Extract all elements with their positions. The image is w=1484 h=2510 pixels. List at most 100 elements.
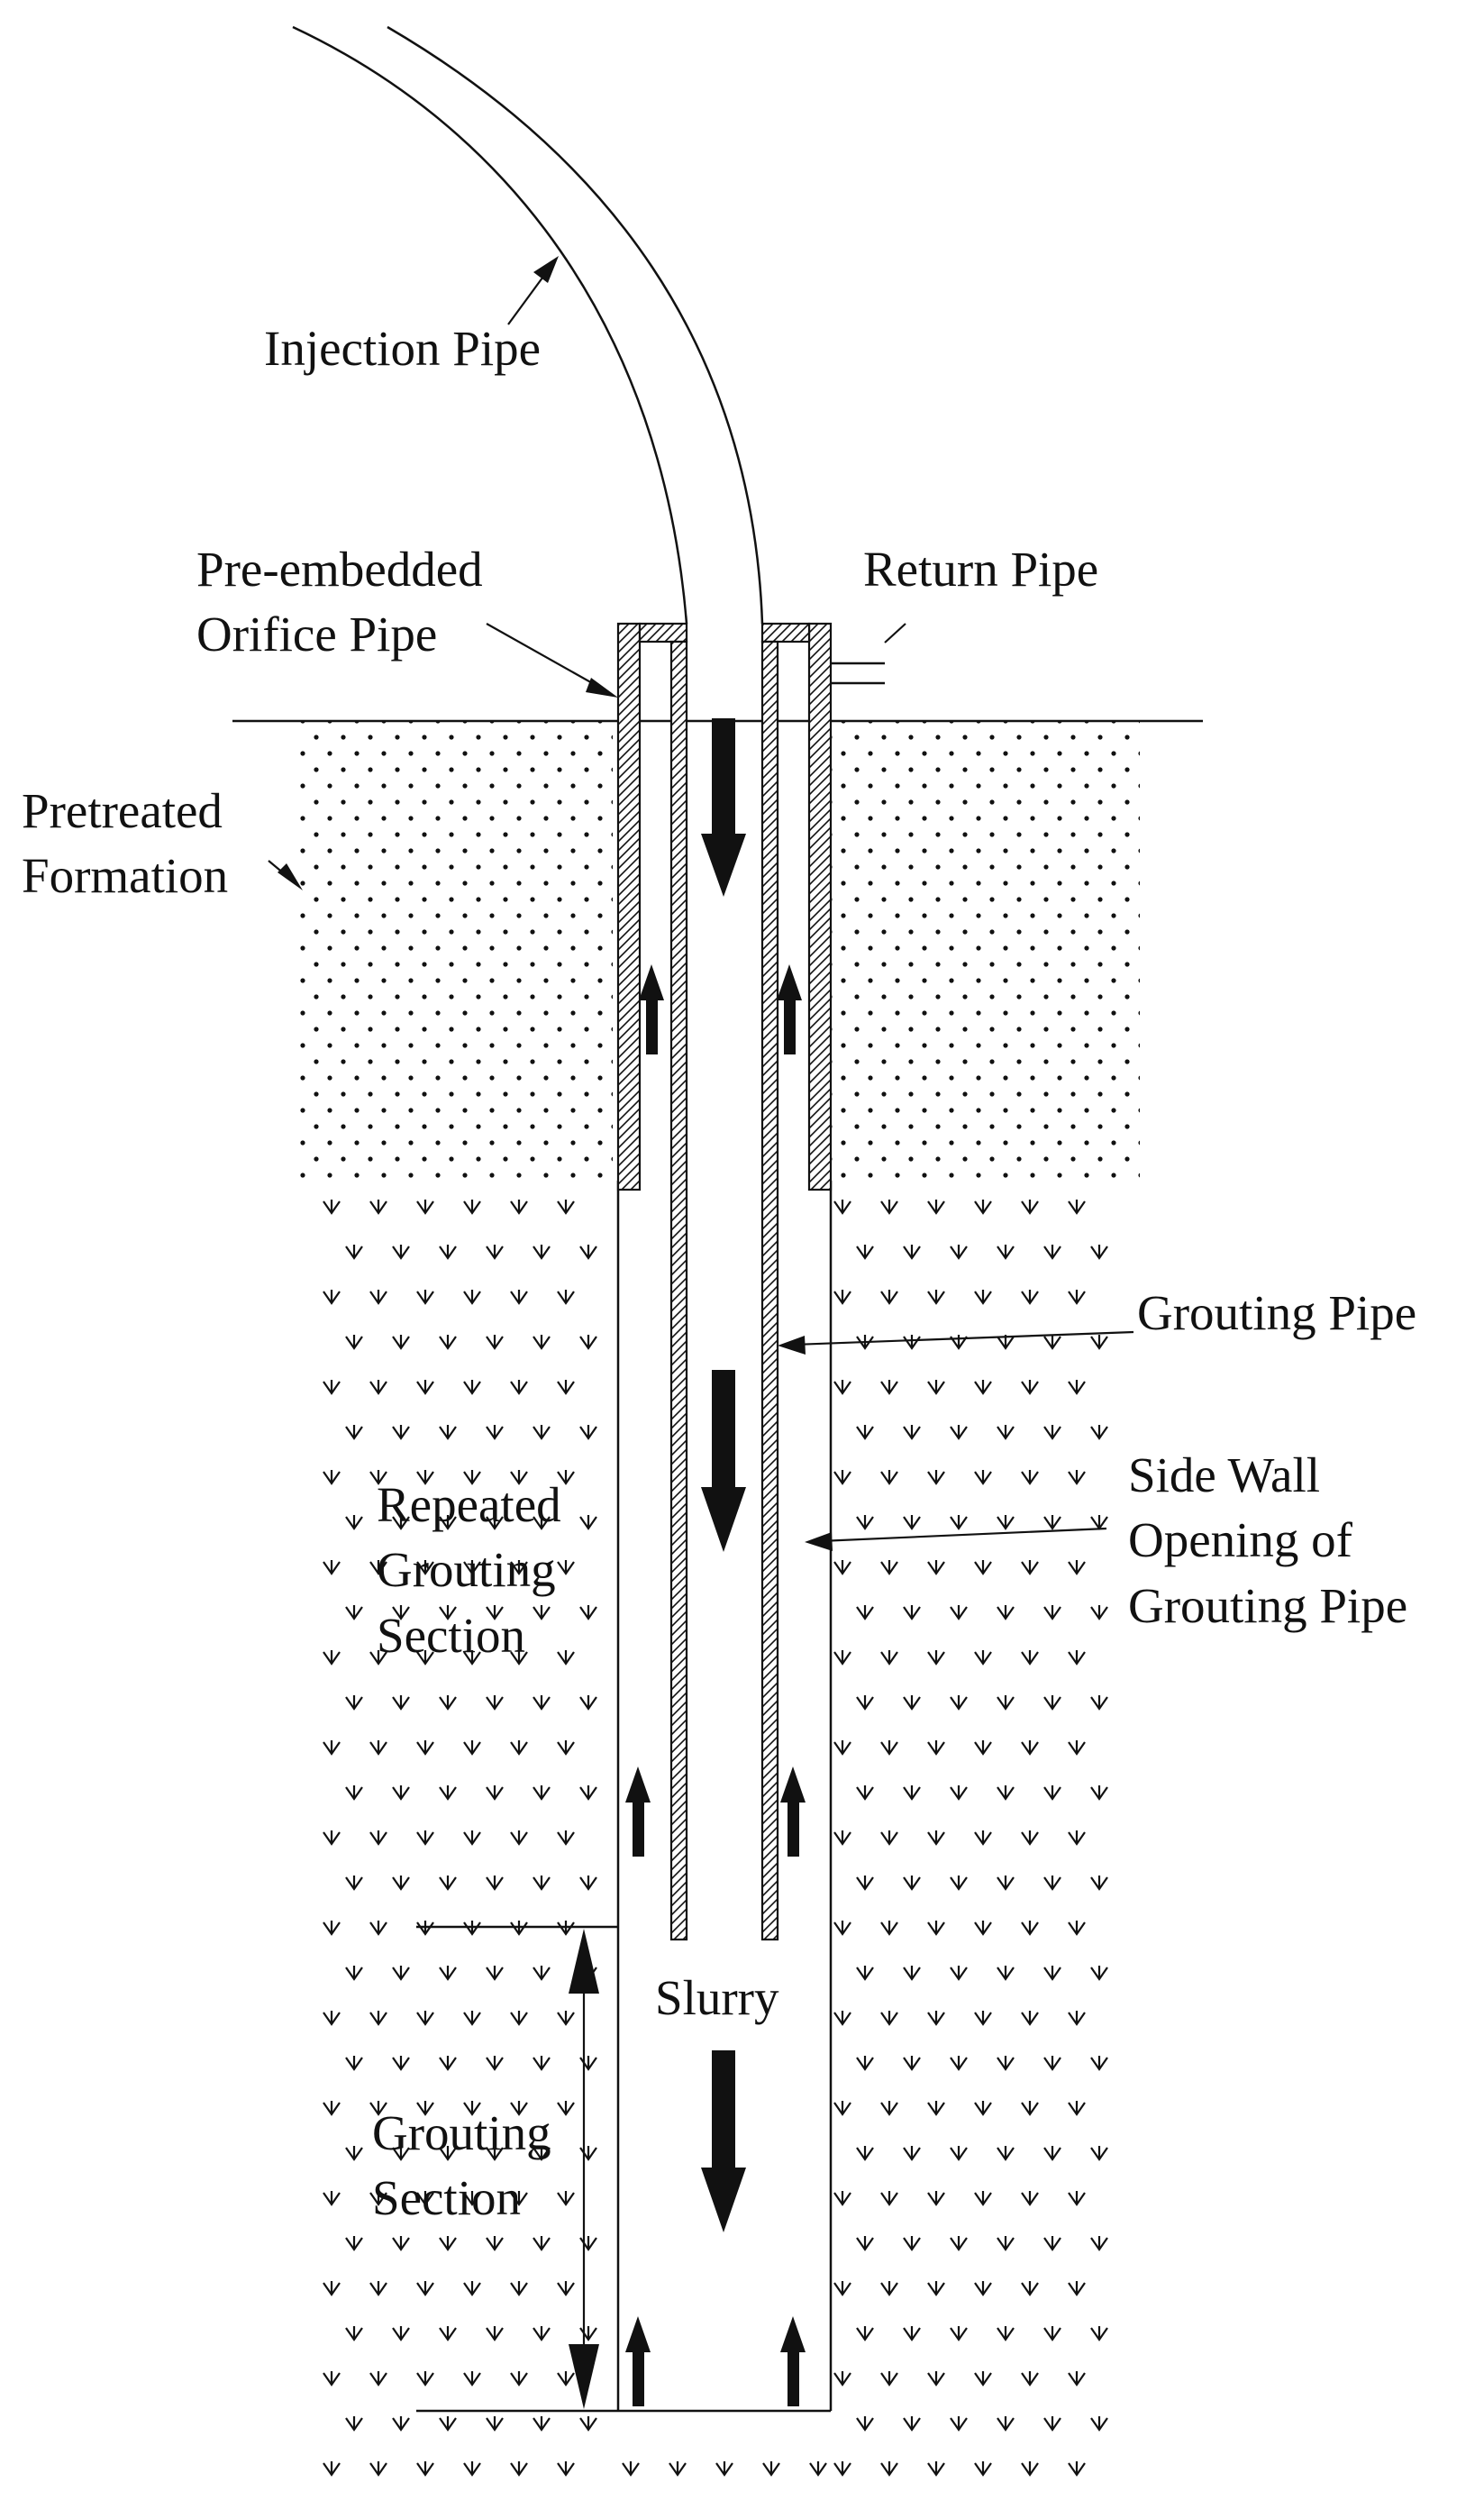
formation-mark [415,2009,435,2026]
formation-mark [391,2414,411,2432]
formation-mark [391,1243,411,1260]
formation-mark [833,2279,852,2296]
grouting-section-dimension [416,1925,618,2413]
formation-mark [949,2054,969,2071]
formation-mark [926,1648,946,1666]
formation-mark [556,1198,576,1215]
formation-mark [485,1874,505,1891]
formation-mark [1020,1829,1040,1846]
formation-mark [973,2460,993,2477]
formation-mark [1067,2189,1087,2206]
formation-mark [926,2009,946,2026]
label-grouting-section-1: Grouting [372,2105,551,2160]
formation-mark [532,1603,551,1620]
formation-mark [485,1693,505,1711]
formation-mark [926,1829,946,1846]
formation-mark [344,1784,364,1801]
formation-mark [369,1739,388,1756]
formation-mark [1020,1919,1040,1936]
formation-mark [1020,2369,1040,2387]
formation-mark [509,2009,529,2026]
formation-mark [438,1964,458,1981]
formation-mark [1089,1874,1109,1891]
formation-mark [556,2369,576,2387]
formation-mark [833,2460,852,2477]
formation-mark [1089,2414,1109,2432]
formation-mark [322,2460,341,2477]
formation-mark [578,2234,598,2251]
formation-mark [1089,1603,1109,1620]
formation-mark [415,1198,435,1215]
formation-mark [715,2460,734,2477]
formation-mark [855,2414,875,2432]
formation-mark [833,2369,852,2387]
formation-mark [438,1693,458,1711]
formation-mark [509,2279,529,2296]
formation-mark [1089,1423,1109,1440]
formation-mark [1020,1198,1040,1215]
grouting-pipe [669,640,779,1941]
formation-mark [855,1784,875,1801]
formation-mark [1067,1739,1087,1756]
formation-mark [415,2279,435,2296]
formation-mark [462,2369,482,2387]
formation-mark [391,1964,411,1981]
formation-mark [556,1378,576,1395]
formation-mark [1042,2144,1062,2161]
formation-mark [949,1513,969,1530]
formation-mark [578,1423,598,1440]
formation-mark [391,2054,411,2071]
formation-mark [879,2460,899,2477]
formation-mark [532,1243,551,1260]
formation-mark [1089,1333,1109,1350]
formation-mark [833,1919,852,1936]
label-pre-embedded-2: Orifice Pipe [196,607,437,662]
formation-mark [1089,1243,1109,1260]
formation-mark [369,1198,388,1215]
formation-mark [532,1964,551,1981]
formation-mark [532,1423,551,1440]
formation-mark [833,1468,852,1485]
formation-mark [578,2144,598,2161]
formation-mark [556,2099,576,2116]
formation-mark [391,1784,411,1801]
formation-mark [1042,1874,1062,1891]
label-side-wall-3: Grouting Pipe [1128,1578,1407,1633]
formation-mark [879,1198,899,1215]
formation-mark [879,1558,899,1575]
formation-mark [996,1784,1015,1801]
formation-mark [578,1333,598,1350]
formation-mark [1089,1964,1109,1981]
formation-mark [462,1739,482,1756]
formation-mark [926,1378,946,1395]
formation-mark [1042,2054,1062,2071]
formation-mark [415,1829,435,1846]
formation-mark [1042,2414,1062,2432]
formation-mark [1089,1513,1109,1530]
formation-mark [973,2369,993,2387]
formation-mark [996,1423,1015,1440]
formation-mark [902,2054,922,2071]
formation-mark [1020,2189,1040,2206]
formation-mark [879,2279,899,2296]
formation-mark [949,2324,969,2341]
formation-mark [1042,1603,1062,1620]
upward-flow-arrows [625,964,806,2406]
label-side-wall-1: Side Wall [1128,1447,1320,1502]
formation-mark [1042,2234,1062,2251]
formation-mark [438,2414,458,2432]
formation-mark [1089,2054,1109,2071]
formation-mark [879,1829,899,1846]
formation-mark [808,2460,828,2477]
formation-mark [1089,2234,1109,2251]
formation-mark [926,2369,946,2387]
formation-mark [1067,2279,1087,2296]
formation-mark [415,2369,435,2387]
formation-mark [1042,1964,1062,1981]
formation-mark [344,1874,364,1891]
formation-mark [322,1919,341,1936]
formation-mark [1042,1333,1062,1350]
formation-mark [322,2279,341,2296]
formation-mark [1020,2099,1040,2116]
formation-mark [462,1829,482,1846]
